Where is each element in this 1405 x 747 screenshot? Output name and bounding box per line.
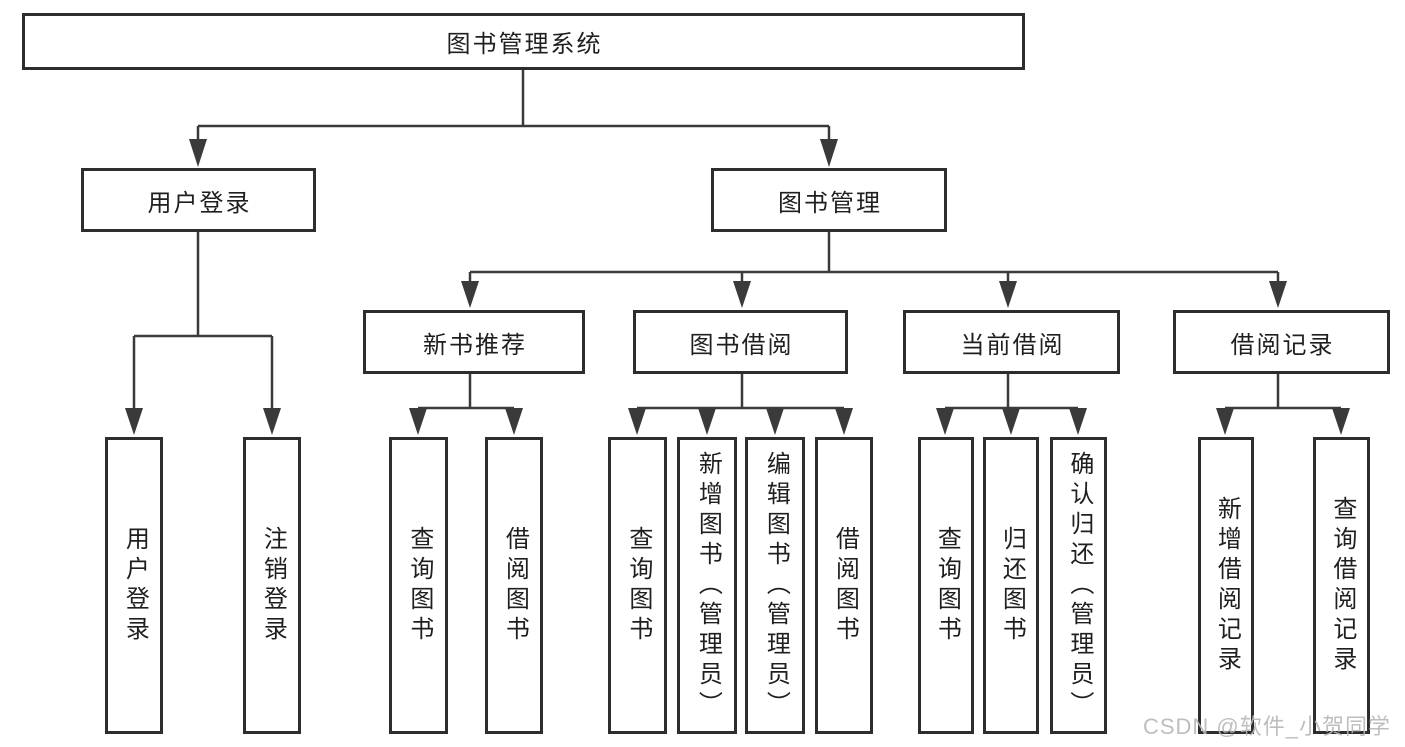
leaf-query-books-borrow: 查询图书 [608,437,667,734]
node-borrow-records: 借阅记录 [1173,310,1390,374]
leaf-logout: 注销登录 [243,437,301,734]
leaf-borrow-books-borrow: 借阅图书 [815,437,873,734]
node-book-borrow: 图书借阅 [633,310,848,374]
leaf-add-book-admin: 新增图书（管理员） [677,437,737,734]
leaf-add-borrow-record-label: 新增借阅记录 [1213,495,1241,676]
node-root-system: 图书管理系统 [22,13,1025,70]
leaf-query-borrow-record-label: 查询借阅记录 [1328,495,1356,676]
leaf-edit-book-admin-label: 编辑图书（管理员） [762,450,790,721]
leaf-query-books-current-label: 查询图书 [933,525,961,646]
node-book-management: 图书管理 [711,168,947,232]
leaf-confirm-return-admin: 确认归还（管理员） [1050,437,1107,734]
node-user-login: 用户登录 [81,168,316,232]
leaf-add-borrow-record: 新增借阅记录 [1198,437,1254,734]
leaf-return-book: 归还图书 [983,437,1039,734]
leaf-borrow-books-recommend-label: 借阅图书 [501,525,529,646]
leaf-confirm-return-admin-label: 确认归还（管理员） [1065,450,1093,721]
leaf-borrow-books-borrow-label: 借阅图书 [831,525,859,646]
node-current-borrow: 当前借阅 [903,310,1120,374]
leaf-query-borrow-record: 查询借阅记录 [1313,437,1370,734]
csdn-watermark: CSDN @软件_小贺同学 [1142,714,1391,739]
leaf-return-book-label: 归还图书 [998,525,1026,646]
leaf-user-login-label: 用户登录 [121,525,149,646]
leaf-borrow-books-recommend: 借阅图书 [485,437,543,734]
node-new-book-recommend: 新书推荐 [363,310,585,374]
leaf-query-books-recommend-label: 查询图书 [405,525,433,646]
leaf-query-books-recommend: 查询图书 [389,437,448,734]
leaf-query-books-borrow-label: 查询图书 [624,525,652,646]
leaf-logout-label: 注销登录 [259,525,287,646]
arrowheads [125,139,1350,435]
leaf-add-book-admin-label: 新增图书（管理员） [694,450,722,721]
leaf-edit-book-admin: 编辑图书（管理员） [745,437,805,734]
leaf-query-books-current: 查询图书 [918,437,974,734]
leaf-user-login: 用户登录 [105,437,163,734]
